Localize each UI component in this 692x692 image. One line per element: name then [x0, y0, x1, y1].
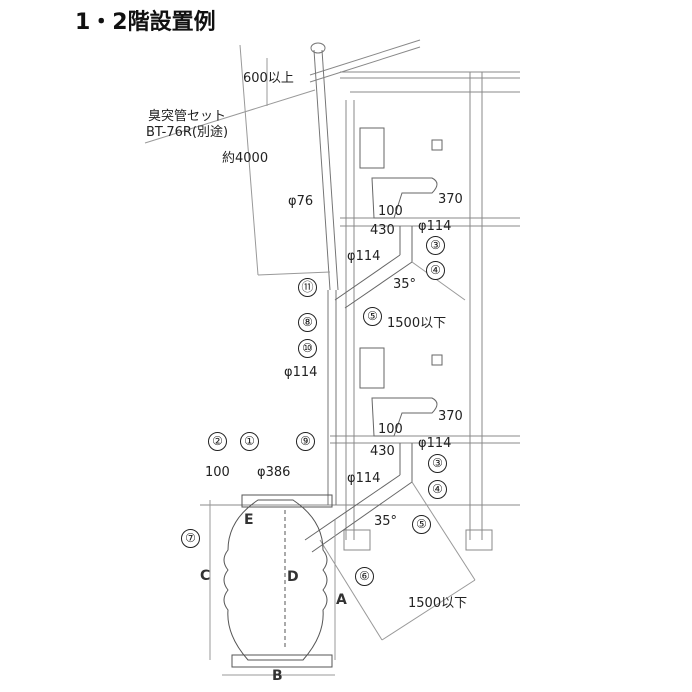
part-11: ⑪ — [298, 278, 317, 297]
f1-angle: 35° — [374, 514, 398, 529]
f1-width: 370 — [438, 409, 463, 424]
vent-pipe — [310, 42, 339, 505]
dim-a: A — [336, 592, 347, 608]
f2-drop-dia: φ114 — [347, 249, 381, 264]
dim-d: D — [287, 569, 299, 585]
dim-e: E — [244, 512, 254, 528]
part-5-lower: ⑤ — [412, 515, 431, 534]
part-4-lower: ④ — [428, 480, 447, 499]
f2-pipe-dia: φ114 — [418, 219, 452, 234]
f2-width: 370 — [438, 192, 463, 207]
drain-pipes — [304, 226, 413, 553]
f2-max-run: 1500以下 — [387, 316, 447, 331]
vent-model-label: BT-76R(別途) — [146, 125, 229, 140]
vent-set-label: 臭突管セット — [148, 109, 227, 124]
part-6: ⑥ — [355, 567, 374, 586]
dimension-lines — [144, 44, 476, 676]
part-1: ① — [240, 432, 259, 451]
f1-trap: 430 — [370, 444, 395, 459]
main-dia-label: φ114 — [284, 365, 318, 380]
vent-dia-label: φ76 — [288, 194, 314, 209]
f2-angle: 35° — [393, 277, 417, 292]
f2-trap: 430 — [370, 223, 395, 238]
tank-depth-label: 100 — [205, 465, 230, 480]
part-5-upper: ⑤ — [363, 307, 382, 326]
part-2: ② — [208, 432, 227, 451]
building-frame — [200, 39, 520, 551]
part-10: ⑩ — [298, 339, 317, 358]
tank-opening-label: φ386 — [257, 465, 291, 480]
f1-max-run: 1500以下 — [408, 596, 468, 611]
toilets — [359, 127, 443, 437]
part-3-upper: ③ — [426, 236, 445, 255]
part-9: ⑨ — [296, 432, 315, 451]
f2-offset: 100 — [378, 204, 403, 219]
page-title: 1・2階設置例 — [75, 10, 216, 35]
part-4-upper: ④ — [426, 261, 445, 280]
f1-drop-dia: φ114 — [347, 471, 381, 486]
part-3-lower: ③ — [428, 454, 447, 473]
part-7: ⑦ — [181, 529, 200, 548]
f1-offset: 100 — [378, 422, 403, 437]
part-8: ⑧ — [298, 313, 317, 332]
dim-c: C — [200, 568, 211, 584]
dim-b: B — [272, 668, 283, 684]
septic-tank — [223, 494, 333, 668]
f1-pipe-dia: φ114 — [418, 436, 452, 451]
vent-min-label: 600以上 — [243, 71, 294, 86]
approx-height-label: 約4000 — [222, 151, 269, 166]
